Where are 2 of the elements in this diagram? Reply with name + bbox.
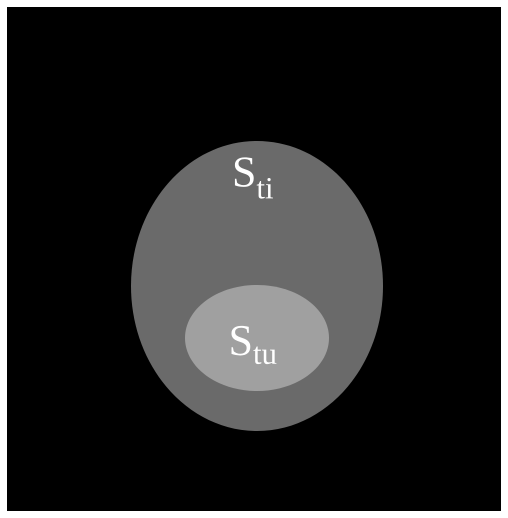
ellipse-label: S$_{ti}$ xyxy=(234,157,273,199)
ellipse-label: S$_{tu}$ xyxy=(232,326,276,364)
